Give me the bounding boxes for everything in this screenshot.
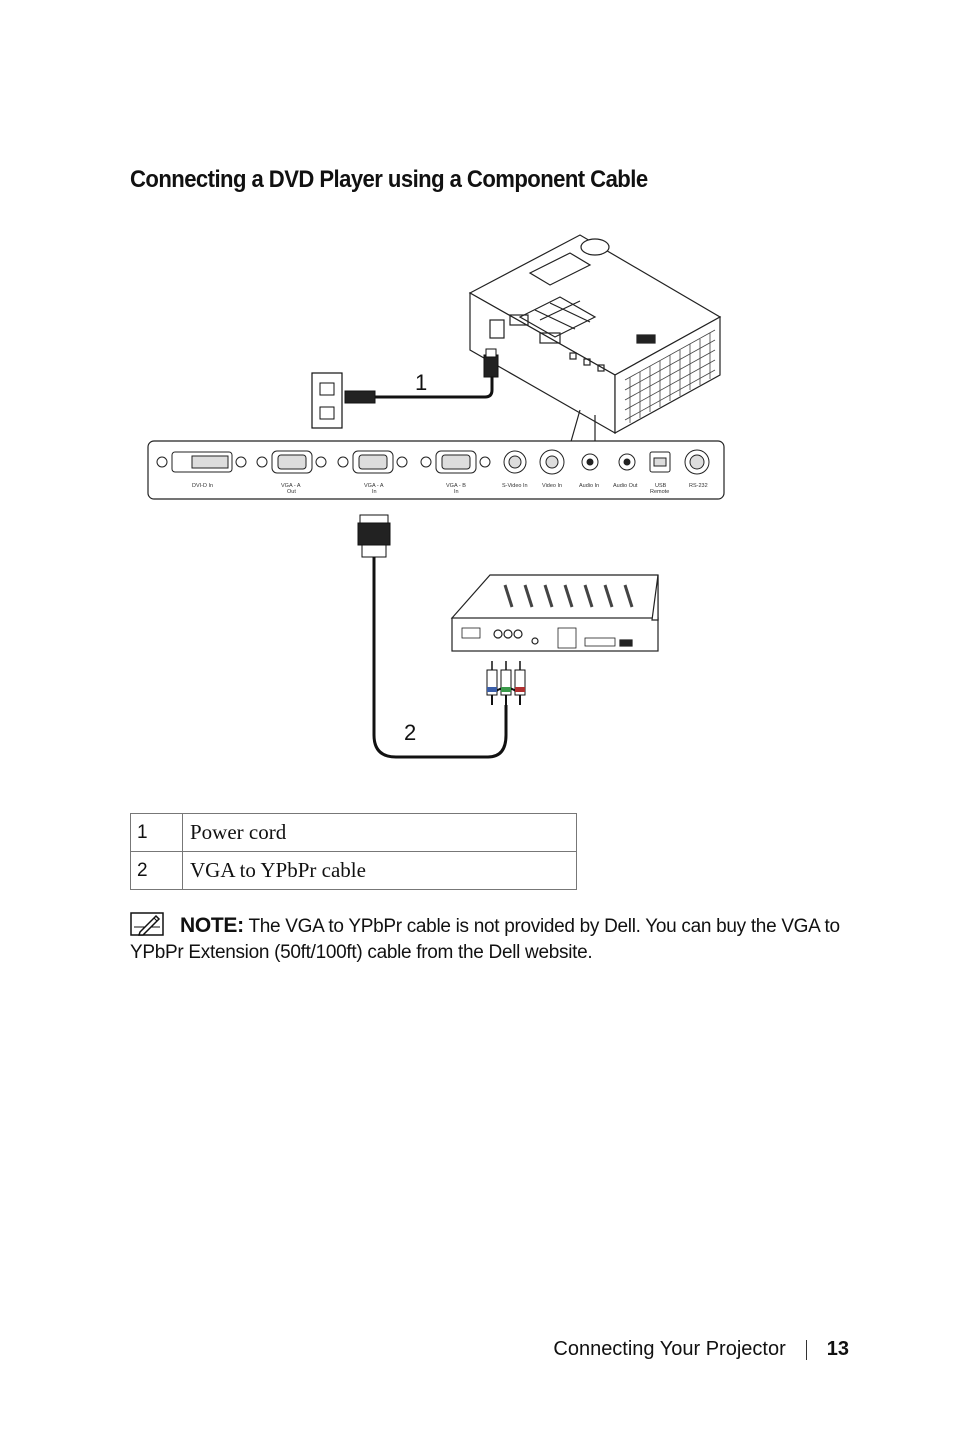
note-block: NOTE: The VGA to YPbPr cable is not prov… [130, 912, 870, 966]
port-label-video: Video In [542, 483, 562, 489]
callout-1: 1 [415, 370, 427, 395]
port-label-rs232: RS-232 [689, 483, 708, 489]
port-label-vga-a-in-2: In [372, 489, 377, 495]
port-label-dvi: DVI-D In [192, 483, 213, 489]
port-label-vga-a-out: VGA - A [281, 483, 301, 489]
page-number: 13 [826, 1338, 849, 1360]
page-footer: Connecting Your Projector 13 [553, 1338, 849, 1361]
port-label-svideo: S-Video In [502, 483, 528, 489]
port-label-vga-a-out-2: Out [287, 489, 296, 495]
port-label-vga-b-in-2: In [454, 489, 459, 495]
port-label-audio-in: Audio In [579, 483, 599, 489]
footer-section-title: Connecting Your Projector [553, 1338, 786, 1360]
footer-divider [805, 1339, 807, 1360]
pencil-note-icon [130, 912, 164, 936]
port-label-vga-a-in: VGA - A [364, 483, 384, 489]
dvd-player-illustration [450, 574, 659, 652]
callout-2: 2 [404, 720, 416, 745]
table-row: 1 Power cord [130, 813, 577, 852]
port-label-usb: USB [655, 483, 667, 489]
projector-illustration [468, 234, 722, 446]
port-label-usb-2: Remote [650, 489, 669, 495]
note-text: The VGA to YPbPr cable is not provided b… [130, 916, 840, 963]
power-cord-illustration [311, 348, 499, 429]
port-label-audio-out: Audio Out [613, 483, 638, 489]
legend-label: VGA to YPbPr cable [182, 851, 577, 890]
note-label: NOTE: [180, 914, 244, 937]
connector-panel: DVI-D In VGA - A Out VGA - A In VGA - B … [147, 440, 725, 500]
page-heading: Connecting a DVD Player using a Componen… [130, 166, 648, 193]
legend-table: 1 Power cord 2 VGA to YPbPr cable [130, 813, 577, 890]
legend-label: Power cord [182, 813, 577, 852]
table-row: 2 VGA to YPbPr cable [130, 851, 577, 890]
connection-diagram: 1 [147, 234, 725, 759]
legend-number: 2 [130, 851, 183, 890]
vga-ypbpr-cable-illustration [357, 514, 526, 759]
legend-number: 1 [130, 813, 183, 852]
port-label-vga-b-in: VGA - B [446, 483, 466, 489]
